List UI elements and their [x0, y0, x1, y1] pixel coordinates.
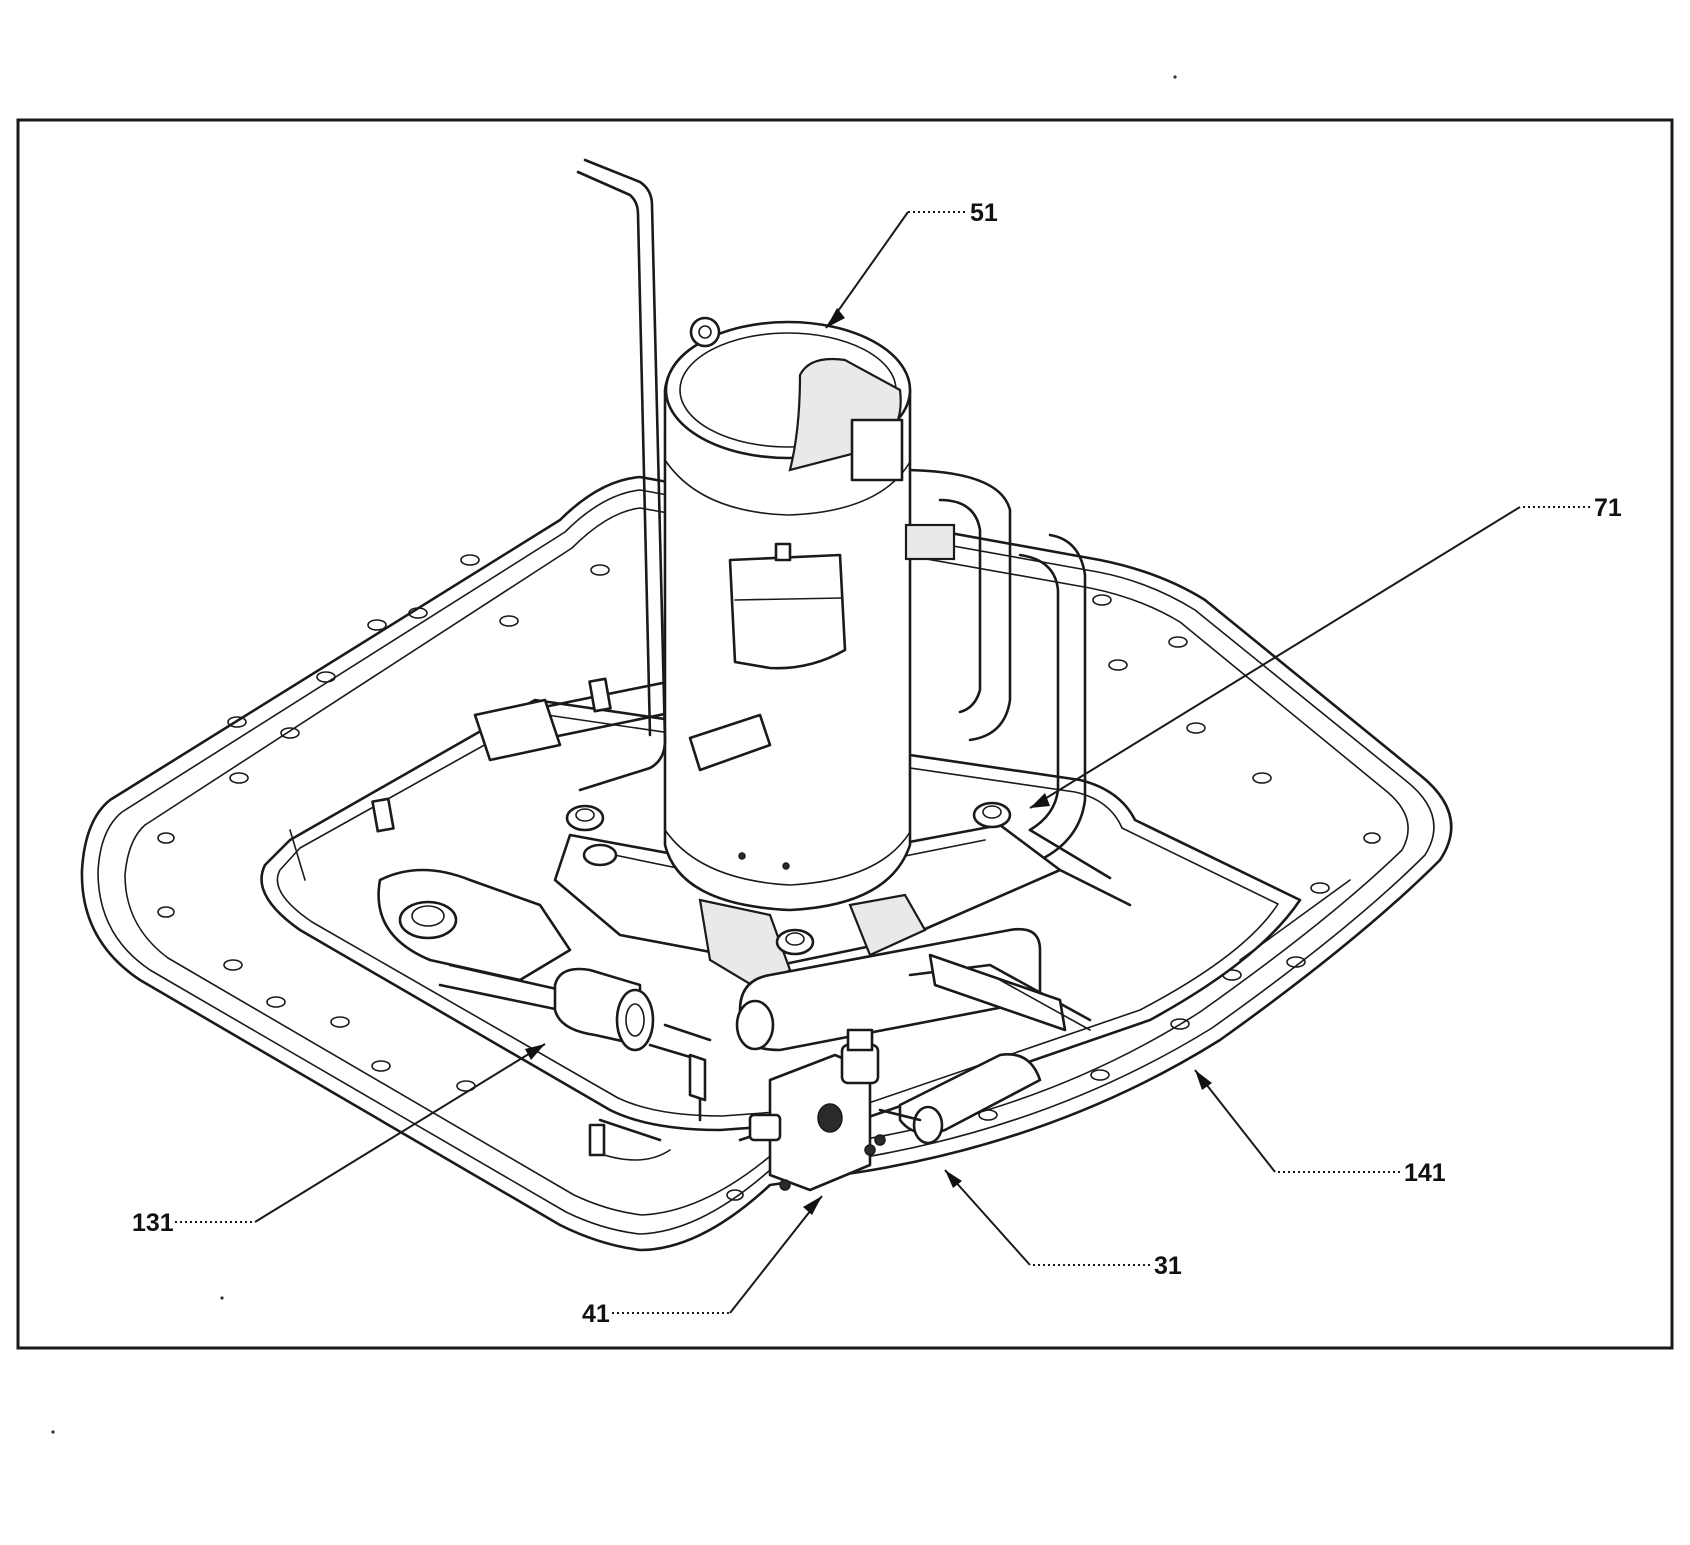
compressor [663, 316, 956, 912]
speck [51, 1430, 55, 1434]
front-manifold [735, 927, 1092, 1145]
tray-cutout-left [377, 868, 572, 982]
discharge-line [898, 468, 1132, 907]
callout-41: 41 [582, 1300, 610, 1328]
callout-141: 141 [1404, 1159, 1446, 1187]
filter-drier [438, 963, 712, 1161]
callout-71: 71 [1594, 494, 1622, 522]
suction-tube [576, 158, 772, 792]
speck [220, 1296, 224, 1300]
figure-border [16, 118, 1674, 1350]
callout-131: 131 [132, 1209, 174, 1237]
callout-leaders [175, 211, 1590, 1314]
service-valve [738, 1028, 922, 1192]
speck [1173, 75, 1177, 79]
mount-bolts [565, 801, 1012, 956]
callout-31: 31 [1154, 1252, 1182, 1280]
callout-51: 51 [970, 199, 998, 227]
flange-holes [157, 554, 1381, 1201]
